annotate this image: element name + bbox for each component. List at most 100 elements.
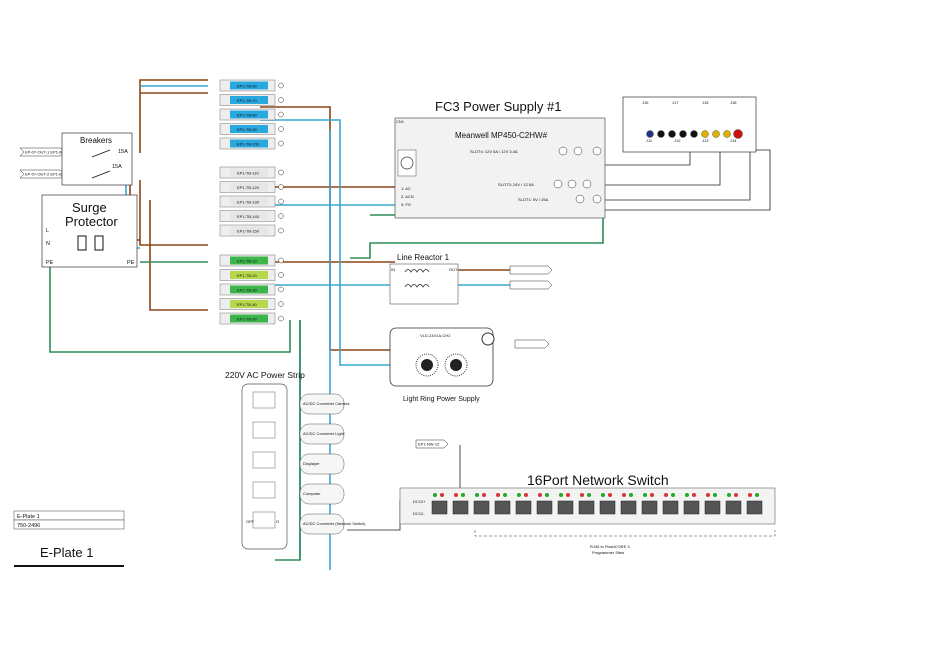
port-led bbox=[671, 493, 675, 497]
conn-label-2: J17 bbox=[672, 100, 679, 105]
breaker-rating-2: 15A bbox=[112, 164, 122, 170]
breaker-terminal: EP1-TB-140 bbox=[219, 210, 284, 222]
reactor-title: Line Reactor 1 bbox=[397, 253, 450, 262]
psu-slot3: SLOT3: 24V / 12.5A bbox=[498, 182, 534, 187]
rj45-port bbox=[578, 500, 595, 515]
rj45-port bbox=[641, 500, 658, 515]
port-led bbox=[475, 493, 479, 497]
breaker-column-mid: EP1-TB-110EP1-TB-120EP1-TB-130EP1-TB-140… bbox=[219, 166, 284, 237]
breaker-label: EP1-TB-40 bbox=[237, 302, 258, 307]
psu-title: FC3 Power Supply #1 bbox=[435, 99, 561, 114]
breaker-label: EP1-TB-20 bbox=[237, 273, 258, 278]
switch-on-label: O bbox=[276, 519, 279, 524]
port-led bbox=[454, 493, 458, 497]
breaker-terminal: EP1-TB-20 bbox=[219, 269, 284, 281]
breaker-label: EP1-TB-50 bbox=[237, 317, 258, 322]
connector-pin bbox=[646, 130, 654, 138]
surge-l: L bbox=[46, 228, 49, 234]
port-led bbox=[664, 493, 668, 497]
connector-pin bbox=[679, 130, 687, 138]
breaker-label: EP1-TB-10 bbox=[237, 259, 258, 264]
switch-off-label: OFF bbox=[246, 519, 255, 524]
conn-bottom-3: J13 bbox=[702, 138, 709, 143]
breaker-label: EP1-TB-120 bbox=[237, 185, 260, 190]
port-led bbox=[692, 493, 696, 497]
breaker-terminal: EP1-TB-100 bbox=[219, 137, 284, 150]
network-note-2: Programmer Sites bbox=[592, 550, 624, 555]
surge-pe-left: PE bbox=[46, 260, 54, 266]
psu-model: Meanwell MP450-C2HW# bbox=[455, 131, 548, 140]
breaker-terminal: EP1-TB-60 bbox=[219, 79, 284, 92]
port-led bbox=[461, 493, 465, 497]
title-block-number: 750-2496 bbox=[17, 523, 40, 529]
reactor-in: IN bbox=[391, 267, 395, 272]
port-led bbox=[734, 493, 738, 497]
psu-term-3: 3: FG bbox=[401, 202, 411, 207]
breaker-label: EP1-TB-90 bbox=[237, 127, 258, 132]
conn-label-4: J18 bbox=[730, 100, 737, 105]
port-led bbox=[713, 493, 717, 497]
breaker-column-top: EP1-TB-60EP1-TB-70EP1-TB-80EP1-TB-90EP1-… bbox=[219, 79, 284, 150]
port-led bbox=[566, 493, 570, 497]
breaker-label: EP1-TB-60 bbox=[237, 84, 258, 89]
port-led bbox=[643, 493, 647, 497]
surge-protector: Surge Protector L N PE PE bbox=[41, 194, 138, 268]
strip-device-box bbox=[299, 393, 345, 415]
title-block-name: E-Plate 1 bbox=[17, 514, 40, 520]
rj45-port bbox=[599, 500, 616, 515]
breaker-terminal: EP1-TB-70 bbox=[219, 94, 284, 106]
connector-pin bbox=[733, 129, 743, 139]
light-ring-model: VLD-24V1A-CH2 bbox=[420, 333, 451, 338]
strip-device-box bbox=[299, 423, 345, 445]
port-led bbox=[650, 493, 654, 497]
port-led bbox=[524, 493, 528, 497]
rj45-port bbox=[515, 500, 532, 515]
strip-device-box bbox=[299, 453, 345, 475]
port-led bbox=[755, 493, 759, 497]
port-led bbox=[496, 493, 500, 497]
port-led bbox=[587, 493, 591, 497]
port-led bbox=[685, 493, 689, 497]
dc-minus-label: DC12- bbox=[413, 511, 425, 516]
breakers-title: Breakers bbox=[80, 136, 112, 145]
port-led bbox=[608, 493, 612, 497]
title-block-big: E-Plate 1 bbox=[40, 545, 93, 560]
port-led bbox=[727, 493, 731, 497]
surge-title-1: Surge bbox=[72, 200, 107, 215]
breaker-terminal: EP1-TB-80 bbox=[219, 108, 284, 121]
strip-device-label: AC/DC Converter (Network Switch) bbox=[303, 521, 366, 526]
outlet bbox=[252, 481, 276, 499]
psu-slot1: SLOT1: 5V / 25A bbox=[518, 197, 549, 202]
connector-pin bbox=[657, 130, 665, 138]
breaker-terminal: EP1-TB-90 bbox=[219, 123, 284, 135]
fc3-power-supply: FC3 Power Supply #1 Meanwell MP450-C2HW#… bbox=[394, 99, 606, 219]
breaker-terminal: EP1-TB-10 bbox=[219, 254, 284, 267]
network-note-1: RJ45 to FlashCORE 3 bbox=[590, 544, 630, 549]
port-led bbox=[517, 493, 521, 497]
rj45-port bbox=[536, 500, 553, 515]
input-label-n: EP-07-OUT-2 EP1-BRK-IN-N bbox=[25, 172, 77, 177]
conn-label-1: J16 bbox=[642, 100, 649, 105]
breaker-label: EP1-TB-80 bbox=[237, 113, 258, 118]
connector-pin bbox=[690, 130, 698, 138]
left-inputs: EP-07-OUT-1 EP1-BRK-IN-L EP-07-OUT-2 EP1… bbox=[19, 147, 77, 179]
port-led bbox=[559, 493, 563, 497]
surge-n: N bbox=[46, 241, 50, 247]
breaker-terminal: EP1-TB-110 bbox=[219, 166, 284, 179]
breaker-terminal: EP1-TB-50 bbox=[219, 312, 284, 325]
rj45-port bbox=[620, 500, 637, 515]
port-led bbox=[748, 493, 752, 497]
port-led bbox=[433, 493, 437, 497]
light-ring-power-supply: VLD-24V1A-CH2 Light Ring Power Supply bbox=[389, 327, 550, 403]
port-led bbox=[601, 493, 605, 497]
surge-pe-right: PE bbox=[127, 260, 135, 266]
rj45-port bbox=[557, 500, 574, 515]
rj45-port bbox=[704, 500, 721, 515]
dc-plus-label: DC12+ bbox=[413, 499, 426, 504]
surge-title-2: Protector bbox=[65, 214, 118, 229]
psu-term-2: 2: ACN bbox=[401, 194, 414, 199]
port-led bbox=[482, 493, 486, 497]
breaker-label: EP1-TB-140 bbox=[237, 214, 260, 219]
conn-bottom-1: J11 bbox=[646, 138, 653, 143]
